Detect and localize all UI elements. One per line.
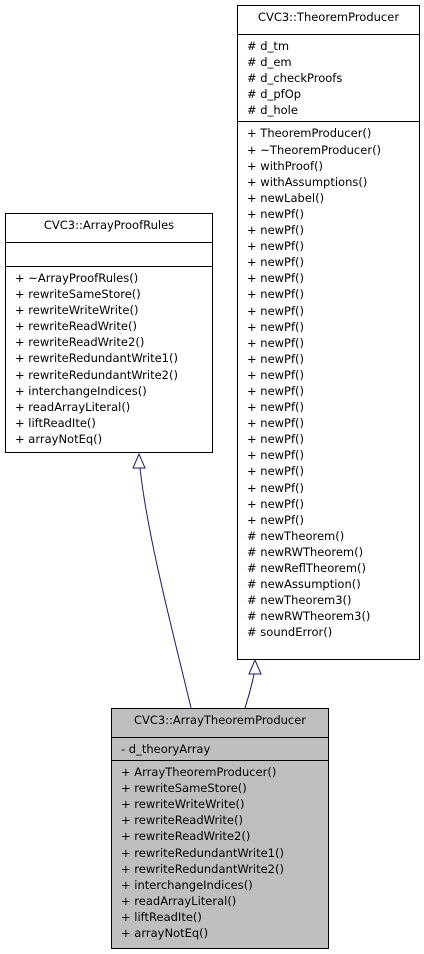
method-item: + liftReadIte() [15, 415, 96, 430]
attribute-item: # d_hole [247, 103, 298, 118]
method-item: + rewriteReadWrite() [121, 813, 243, 828]
method-item: # newTheorem3() [247, 593, 352, 608]
class-name-array-proof-rules: CVC3::ArrayProofRules [43, 218, 175, 232]
attribute-item: # d_pfOp [247, 87, 302, 102]
method-item: + rewriteSameStore() [121, 781, 247, 796]
method-item: + TheoremProducer() [247, 126, 372, 141]
method-item: + arrayNotEq() [15, 431, 103, 446]
method-item: + readArrayLiteral() [121, 893, 237, 908]
method-item: + newPf() [247, 239, 305, 254]
method-item: + rewriteRedundantWrite1() [121, 845, 284, 860]
method-item: + newPf() [247, 464, 305, 479]
method-item: + newPf() [247, 480, 305, 495]
class-theorem-producer[interactable]: CVC3::TheoremProducer # d_tm# d_em# d_ch… [237, 5, 420, 660]
method-item: + rewriteRedundantWrite2() [15, 367, 178, 382]
attribute-item: # d_checkProofs [247, 71, 343, 86]
method-item: + newPf() [247, 496, 305, 511]
class-array-proof-rules[interactable]: CVC3::ArrayProofRules + ~ArrayProofRules… [5, 213, 213, 453]
method-item: + withAssumptions() [247, 174, 368, 189]
method-item: + liftReadIte() [121, 909, 202, 924]
method-item: + newPf() [247, 287, 305, 302]
method-item: + newPf() [247, 432, 305, 447]
method-item: + rewriteWriteWrite() [15, 303, 139, 318]
method-item: # newTheorem() [247, 528, 345, 543]
method-item: + newPf() [247, 351, 305, 366]
method-item: + newPf() [247, 335, 305, 350]
method-item: + newPf() [247, 448, 305, 463]
method-item: + interchangeIndices() [15, 383, 147, 398]
arrowhead-array-proof-rules [132, 452, 146, 469]
method-item: # soundError() [247, 625, 333, 640]
attributes-array-theorem-producer: - d_theoryArray [112, 737, 328, 760]
method-item: + readArrayLiteral() [15, 399, 131, 414]
method-item: # newRWTheorem3() [247, 609, 371, 624]
method-item: + newPf() [247, 206, 305, 221]
methods-theorem-producer: + TheoremProducer()+ ~TheoremProducer()+… [238, 121, 419, 643]
method-item: + newPf() [247, 416, 305, 431]
method-item: + ~TheoremProducer() [247, 142, 382, 157]
method-item: + arrayNotEq() [121, 926, 209, 941]
attributes-theorem-producer: # d_tm # d_em# d_checkProofs# d_pfOp# d_h… [238, 34, 419, 121]
method-item: + rewriteReadWrite2() [121, 829, 251, 844]
class-name-array-theorem-producer: CVC3::ArrayTheoremProducer [133, 713, 307, 727]
method-item: + newPf() [247, 271, 305, 286]
arrowhead-theorem-producer [248, 658, 262, 675]
method-item: + newPf() [247, 319, 305, 334]
class-name-theorem-producer: CVC3::TheoremProducer [257, 10, 400, 24]
method-item: + ~ArrayProofRules() [15, 271, 139, 285]
method-item: + ArrayTheoremProducer() [121, 765, 277, 780]
attribute-item: # d_tm [247, 39, 290, 53]
attribute-item: # d_em [247, 55, 292, 70]
method-item: + interchangeIndices() [121, 877, 253, 892]
edge-to-array-proof-rules [139, 467, 192, 709]
methods-array-theorem-producer: + ArrayTheoremProducer()+ rewriteSameSto… [112, 760, 328, 944]
method-item: + rewriteReadWrite2() [15, 335, 145, 350]
method-item: + rewriteRedundantWrite2() [121, 861, 284, 876]
method-item: + newPf() [247, 303, 305, 318]
method-item: + newPf() [247, 223, 305, 238]
method-item: + rewriteSameStore() [15, 287, 141, 302]
method-item: + newPf() [247, 367, 305, 382]
method-item: + newLabel() [247, 190, 325, 205]
class-array-theorem-producer[interactable]: CVC3::ArrayTheoremProducer - d_theoryArr… [111, 708, 329, 949]
method-item: + newPf() [247, 255, 305, 270]
method-item: + newPf() [247, 512, 305, 527]
attributes-array-proof-rules [6, 242, 212, 266]
method-item: + rewriteWriteWrite() [121, 797, 245, 812]
method-item: + newPf() [247, 383, 305, 398]
method-item: # newReflTheorem() [247, 561, 367, 575]
methods-array-proof-rules: + ~ArrayProofRules() + rewriteSameStore()… [6, 266, 212, 450]
method-item: + newPf() [247, 400, 305, 415]
attribute-item: - d_theoryArray [121, 742, 211, 756]
method-item: + rewriteRedundantWrite1() [15, 351, 178, 366]
edge-to-theorem-producer [244, 673, 255, 709]
method-item: + rewriteReadWrite() [15, 319, 137, 334]
method-item: # newAssumption() [247, 577, 361, 592]
method-item: # newRWTheorem() [247, 544, 364, 559]
method-item: + withProof() [247, 158, 323, 173]
